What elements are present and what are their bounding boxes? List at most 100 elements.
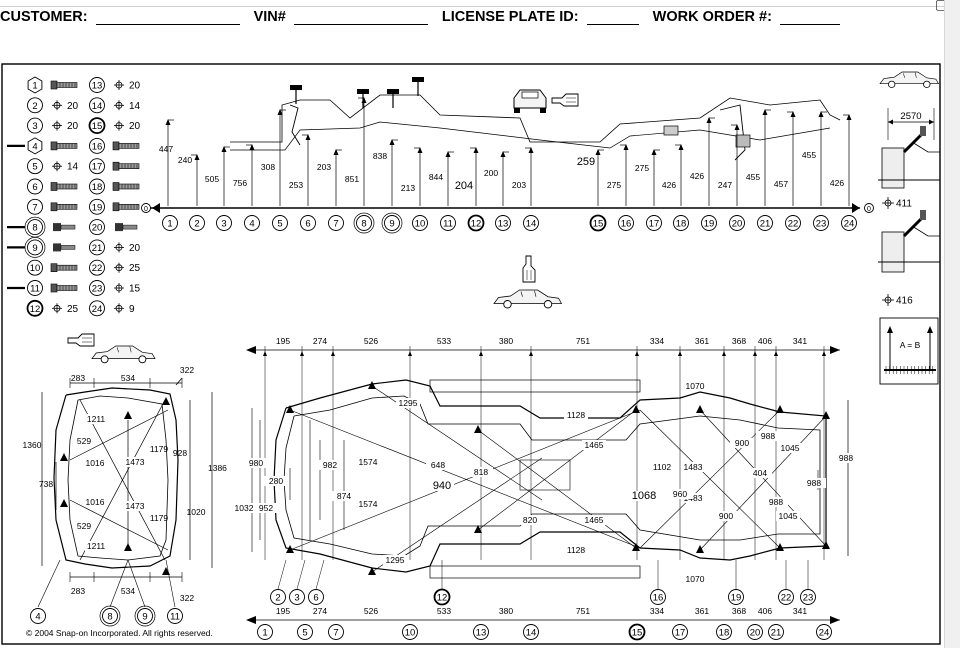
measure-point-marker <box>124 543 132 551</box>
height-arrowhead <box>678 144 684 150</box>
point-label: 7 <box>32 202 37 213</box>
side-point-21: 21 <box>757 215 773 231</box>
bolt-head <box>112 182 120 191</box>
height-dim-20: 247 <box>718 124 740 206</box>
ref-arrow <box>753 351 757 356</box>
strut-wheel <box>881 231 905 273</box>
side-point-16: 16 <box>618 215 634 231</box>
ref-arrow <box>678 351 682 356</box>
front-ref-marker: 411 <box>882 197 912 210</box>
legend-value: 20 <box>129 81 141 92</box>
wheelbase-car-icon <box>879 71 940 88</box>
diag-label-bg <box>85 541 107 551</box>
legend-num-badge: 13 <box>89 77 105 93</box>
width-point-11: 11 <box>167 608 183 624</box>
car-body <box>879 71 940 85</box>
point-circle <box>618 215 634 231</box>
point-circle <box>257 624 273 640</box>
top-dim-value: 533 <box>437 336 451 346</box>
top-dim-value: 368 <box>732 336 746 346</box>
height-dim-1: 447 <box>159 119 174 206</box>
point-label: 14 <box>526 628 537 639</box>
rear-ref-value: 416 <box>896 296 913 307</box>
underbody-bottom-point-14: 14 <box>523 624 539 640</box>
point-circle <box>137 608 153 624</box>
bottom-width-534: 534 <box>121 586 135 596</box>
point-circle <box>89 300 105 317</box>
side-point-18: 18 <box>673 215 689 231</box>
point-circle <box>89 239 105 256</box>
height-value: 426 <box>662 180 676 190</box>
underbody-bottom-point-18: 18 <box>716 624 732 640</box>
work-order-field[interactable] <box>779 12 840 25</box>
point-outer-ring <box>381 212 403 234</box>
height-arrowhead <box>473 147 479 153</box>
bolt-icon <box>112 182 140 191</box>
car-window-line <box>534 290 537 297</box>
zero-marker-right <box>864 203 874 213</box>
underbody-outline <box>273 379 827 573</box>
height-arrowhead <box>194 154 200 160</box>
strut-mount <box>911 141 940 153</box>
vertical-scrollbar[interactable] <box>944 0 960 648</box>
diagonal-value: 1016 <box>86 458 105 468</box>
legend-item-9: 9 <box>7 237 76 258</box>
point-circle <box>650 589 666 605</box>
pin-cap <box>357 89 369 94</box>
bolt-shank <box>56 82 78 88</box>
legend-value: 20 <box>67 121 79 132</box>
strut-top <box>920 210 926 220</box>
crosshair-icon <box>114 283 124 293</box>
license-plate-field[interactable] <box>586 12 639 25</box>
legend-item-6: 6 <box>27 178 78 195</box>
legend-num-badge: 6 <box>27 178 43 195</box>
ref-arrow <box>300 351 304 356</box>
height-dim-13: 200 <box>484 151 509 206</box>
height-value: 455 <box>802 150 816 160</box>
label-bg <box>681 493 705 503</box>
underbody-point-19: 19 <box>728 589 744 605</box>
height-dim-6: 253 <box>289 134 311 206</box>
underbody-value: 820 <box>523 515 537 525</box>
bolt-icon <box>50 283 78 293</box>
point-circle <box>433 588 451 606</box>
ref-arrow <box>479 351 483 356</box>
point-circle <box>628 623 646 641</box>
measure-point-marker <box>60 453 68 461</box>
label-bg <box>730 438 754 448</box>
ref-arrow <box>331 351 335 356</box>
bolt-shank <box>118 204 140 210</box>
label-bg <box>332 491 356 501</box>
stud-icon <box>53 243 76 252</box>
point-circle <box>27 178 43 195</box>
underbody-value: 988 <box>839 453 853 463</box>
top-dim-arrow-right <box>830 346 840 354</box>
point-label: 6 <box>313 593 318 604</box>
point-label: 14 <box>526 219 537 230</box>
car-side-small-icon <box>91 345 156 364</box>
vin-field[interactable] <box>293 12 428 25</box>
underbody-bottom-point-10: 10 <box>402 624 418 640</box>
underbody-point-23: 23 <box>800 589 816 605</box>
crosshair-icon <box>52 303 62 314</box>
measure-point-marker <box>696 545 704 553</box>
point-circle <box>89 259 105 276</box>
underbody-value: 1045 <box>781 443 800 453</box>
point-label: 15 <box>632 628 643 639</box>
height-arrowhead <box>221 146 227 152</box>
underbody-value: 982 <box>323 460 337 470</box>
bolt-shank <box>56 264 78 271</box>
point-label: 12 <box>30 304 41 315</box>
point-label: 11 <box>170 612 180 623</box>
measure-point-marker <box>632 405 640 413</box>
point-label: 8 <box>107 612 112 623</box>
crosshair-icon <box>52 100 62 111</box>
car-wheel-rear <box>923 80 931 88</box>
label-bg <box>683 381 707 391</box>
point-label: 23 <box>816 219 827 230</box>
point-label: 5 <box>32 162 37 173</box>
customer-field[interactable] <box>95 12 240 25</box>
